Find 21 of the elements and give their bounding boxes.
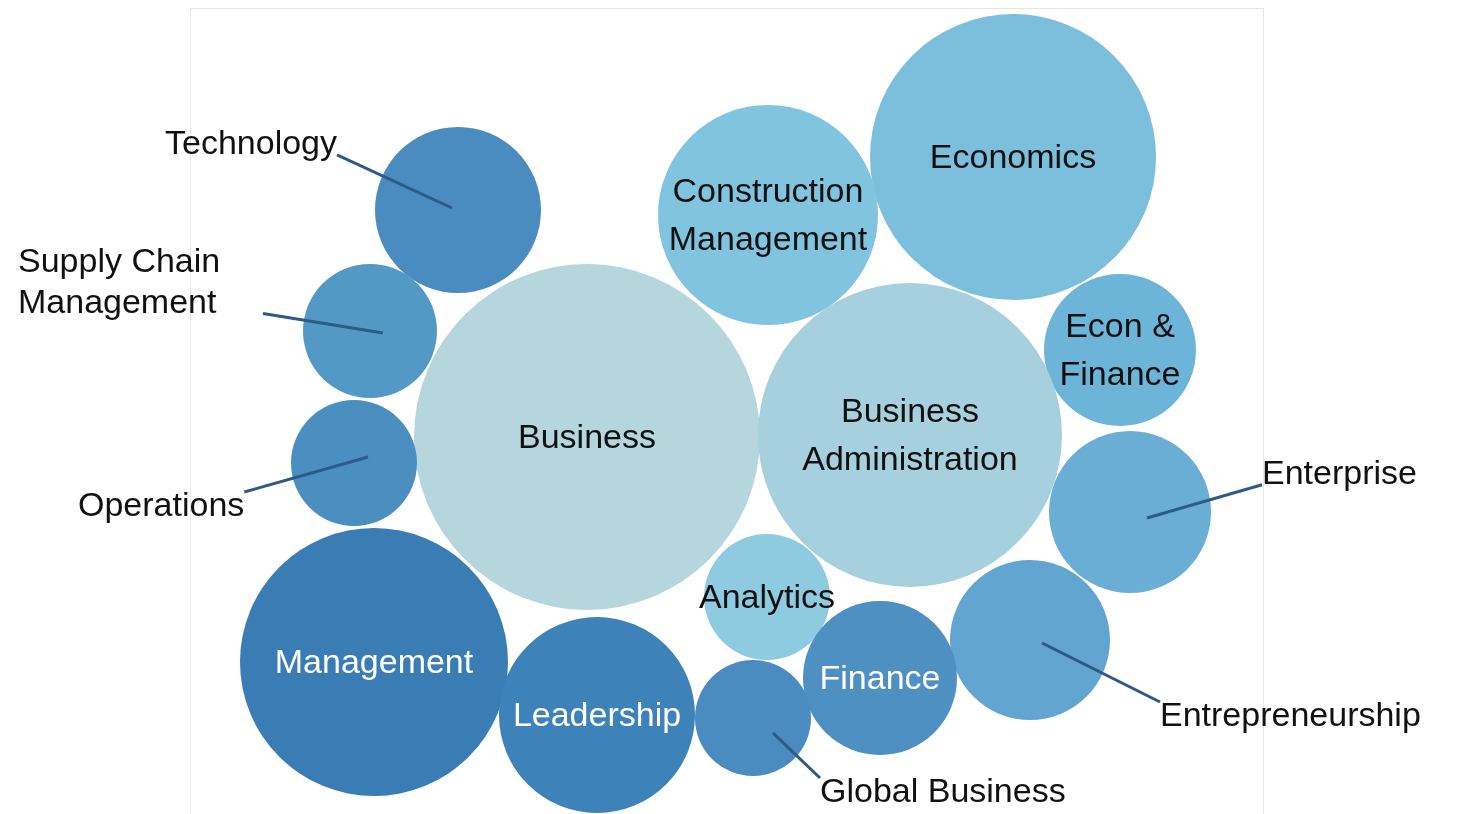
bubble-label: Business Administration (801, 390, 1019, 479)
leader-line (1041, 641, 1161, 704)
bubble-label: Analytics (698, 576, 836, 618)
bubble-label: Econ & Finance (1058, 305, 1182, 394)
category-label: Global Business (820, 770, 1066, 811)
category-label: Entrepreneurship (1160, 694, 1421, 735)
bubble-label: Construction Management (667, 170, 869, 259)
category-label: Enterprise (1262, 452, 1417, 493)
category-label: Operations (78, 484, 245, 525)
leader-line (243, 455, 369, 494)
leader-line (771, 731, 822, 780)
bubble-label: Finance (818, 657, 942, 699)
leader-line (262, 312, 384, 335)
bubble-label: Economics (928, 136, 1098, 178)
leader-line (1146, 483, 1263, 520)
category-label: Technology (165, 122, 337, 163)
leader-line (336, 153, 453, 210)
bubble-label: Business (517, 416, 657, 458)
category-label: Supply Chain Management (18, 240, 263, 322)
bubble-label: Management (273, 641, 475, 683)
bubble-label: Leadership (511, 694, 683, 736)
